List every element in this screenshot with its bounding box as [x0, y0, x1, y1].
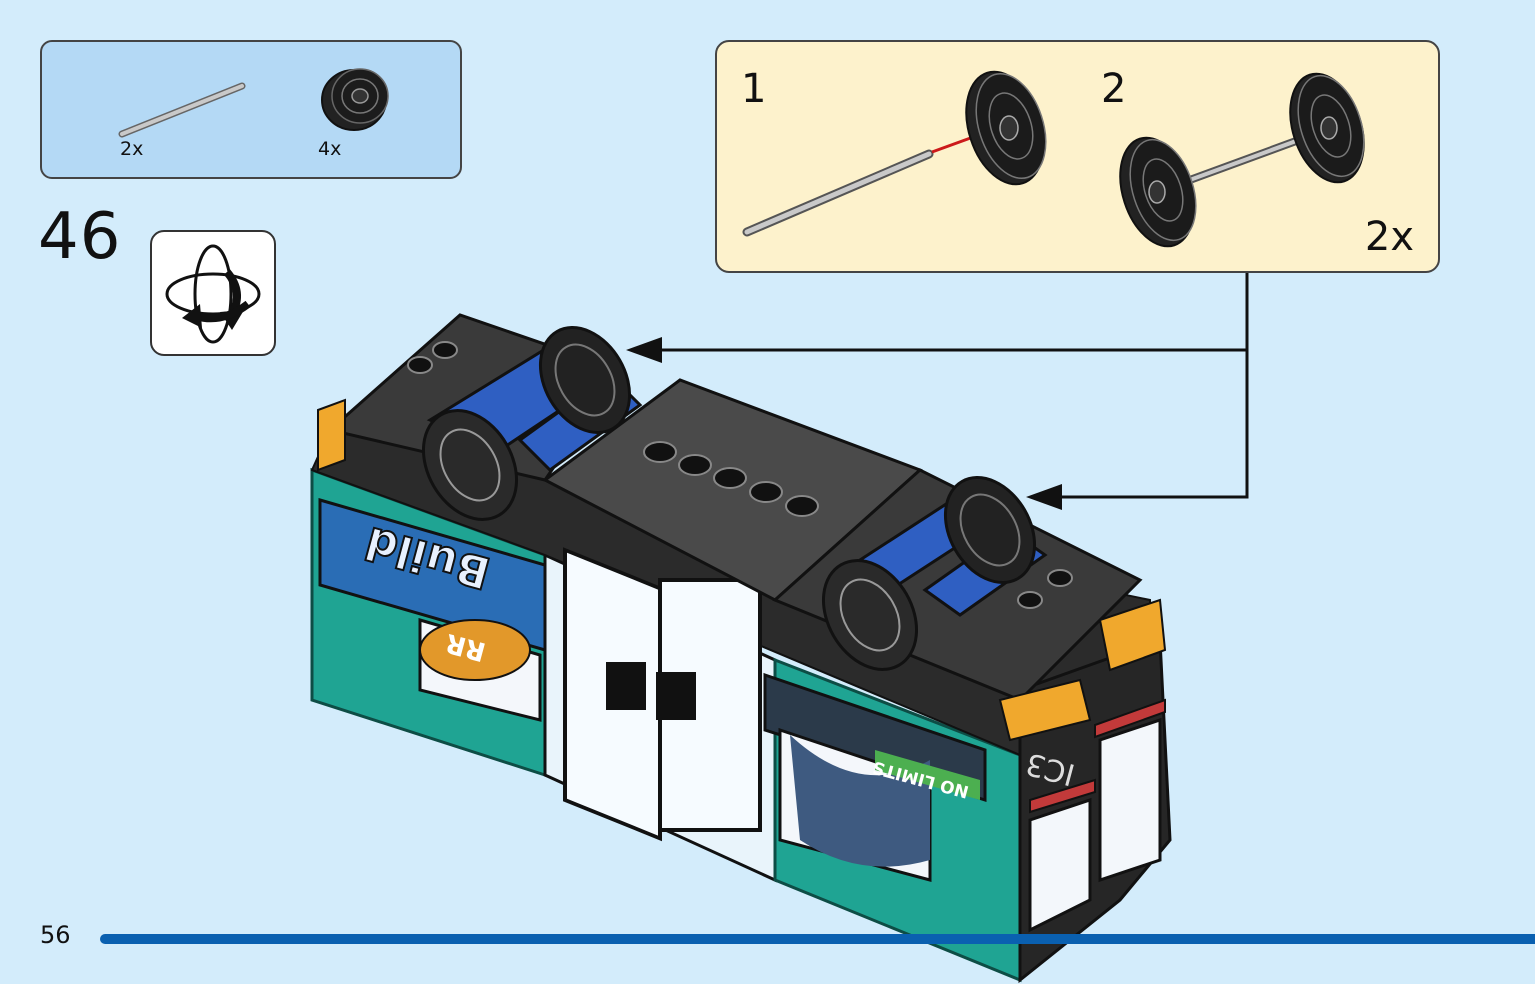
wheel-icon [321, 68, 389, 131]
right-sign-text: NO LIMITS [870, 756, 971, 801]
rotate-arrows-icon [165, 244, 261, 344]
sub-assembly-box: 1 2 2x [715, 40, 1440, 273]
sub-assembly-multiplier: 2x [1364, 214, 1414, 260]
rotate-model-icon [150, 230, 276, 356]
parts-list-box: 2x 4x [40, 40, 462, 179]
left-badge-text: RR [442, 627, 488, 666]
step-number: 46 [38, 200, 122, 274]
door-windows [563, 547, 762, 842]
sub-step-2-label: 2 [1101, 66, 1127, 112]
axle-icon [118, 82, 246, 138]
roof-underside [317, 313, 1167, 742]
parts-list-art [118, 68, 389, 138]
tram-body [310, 428, 1172, 984]
right-graffiti-sign [763, 672, 987, 882]
axle-count: 2x [120, 138, 144, 160]
page-number: 56 [40, 921, 71, 949]
wheel-icon [1289, 72, 1365, 184]
wheel-count: 4x [318, 138, 342, 160]
wheel-icon [821, 476, 1037, 671]
studs [407, 341, 1073, 609]
sub-step-1-label: 1 [741, 66, 767, 112]
left-graffiti-sign [318, 498, 547, 722]
callout-connector [626, 273, 1249, 510]
sub-assembly-art [742, 70, 1365, 248]
wheel-icon [1119, 136, 1197, 248]
axle-icon [742, 149, 934, 237]
wheel-icon [965, 70, 1047, 186]
footer-bar [100, 934, 1535, 944]
wheel-icon [421, 326, 632, 521]
number-plate-text: IC3 [1022, 745, 1078, 791]
left-sign-text: Build [360, 516, 495, 598]
